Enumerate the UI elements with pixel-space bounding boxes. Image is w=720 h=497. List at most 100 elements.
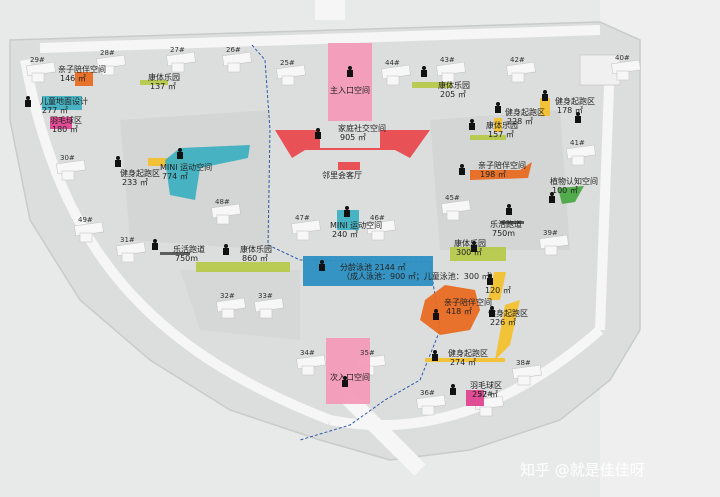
zone-area-value: 274 ㎡ [450,358,476,367]
building-footprint [116,241,146,263]
building-footprint [26,61,56,83]
zone-name: 主入口空间 [330,85,370,95]
zone-area-value: 300 ㎡ [456,248,482,257]
building-label: 41# [570,139,585,147]
zone-area [140,80,168,85]
zone-area [196,262,290,272]
building-footprint [74,221,104,243]
zone-name: 亲子陪伴空间 [58,64,106,74]
activity-icon [459,164,465,175]
zone-name: 羽毛球区 [470,380,502,390]
activity-icon [152,239,158,250]
zone-name: MINI 运动空间 [330,220,382,230]
zone-area-value: 146 ㎡ [60,74,86,83]
zone-name: 康体乐园 [486,120,518,130]
building-footprint [216,297,246,319]
building-label: 47# [295,214,310,222]
buildings-layer [26,51,641,417]
zone-area-value: 198 ㎡ [480,170,506,179]
building-footprint [416,394,446,416]
zone-area [494,118,502,132]
activity-icon [575,112,581,123]
activity-icon [315,128,321,139]
building-label: 39# [543,229,558,237]
zone-name: 乐活跑道 [173,244,205,254]
activity-icon [506,204,512,215]
activity-icon [542,90,548,101]
zone-name: 亲子陪伴空间 [444,297,492,307]
zone-area [495,300,520,360]
zone-area [425,358,505,362]
activity-icon [549,192,555,203]
zone-name: 健身起跑区 [555,96,595,106]
zone-area [470,135,506,140]
activity-icon [342,376,348,387]
zone-area-value: 233 ㎡ [122,178,148,187]
zone-area-value: 100 ㎡ [552,186,578,195]
zone-area [466,390,484,406]
activity-icon [489,306,495,317]
zone-area [326,338,370,404]
zone-area-value: 157 ㎡ [488,130,514,139]
activity-icon [25,96,31,107]
activity-icon [177,148,183,159]
zone-name: 健身起跑区 [488,308,528,318]
road-sub-entrance [339,389,426,476]
zone-area-value: 750m [175,254,198,263]
activity-icon [450,384,456,395]
building-label: 43# [440,56,455,64]
zone-name: MINI 运动空间 [160,162,212,172]
zone-name: 健身起跑区 [448,348,488,358]
zone-area-value: 252 ㎡ [472,390,498,399]
zone-area [165,145,250,200]
building-footprint [254,297,284,319]
zone-name: 康体乐园 [240,244,272,254]
lawn-east [430,110,570,250]
watermark-text: 知乎 @就是佳佳呀 [520,461,645,479]
zone-area [420,285,480,335]
building-label: 44# [385,59,400,67]
activity-icon [433,309,439,320]
building-footprint [276,64,306,86]
road-west-loop [20,59,332,425]
building-footprint [512,364,542,386]
building-label: 26# [226,46,241,54]
activity-icon [469,119,475,130]
zone-area [450,247,506,261]
zone-name: 次入口空间 [330,372,370,382]
building-label: 36# [420,389,435,397]
building-label: 42# [510,56,525,64]
building-footprint [96,54,126,76]
zone-name: 家庭社交空间 [338,123,386,133]
zone-area [412,82,452,88]
zone-name: 乐活跑道 [490,219,522,229]
building-label: 30# [60,154,75,162]
building-label: 25# [280,59,295,67]
zone-area-value: 226 ㎡ [490,318,516,327]
activity-icon [223,244,229,255]
zone-area [338,162,360,170]
zone-area-value: 180 ㎡ [52,125,78,134]
zone-area-value: 228 ㎡ [507,117,533,126]
activity-icon [344,206,350,217]
zone-area [275,130,430,158]
zone-area-value: （成人泳池：900 ㎡；儿童泳池：300 ㎡） [342,271,498,281]
activity-icon [487,274,493,285]
building-label: 32# [220,292,235,300]
zone-area [75,72,93,86]
building-footprint [291,219,321,241]
activity-icon [421,66,427,77]
zone-name: 儿童地面设计 [40,96,88,106]
building-label: 34# [300,349,315,357]
zone-name: 亲子陪伴空间 [478,160,526,170]
activity-icon [115,156,121,167]
building-footprint [566,144,596,166]
building-footprint [539,234,569,256]
building-label: 28# [100,49,115,57]
building-label: 46# [370,214,385,222]
zone-area [50,117,72,129]
building-footprint [381,64,411,86]
zone-area-value: 240 ㎡ [332,230,358,239]
zone-area [540,98,550,116]
